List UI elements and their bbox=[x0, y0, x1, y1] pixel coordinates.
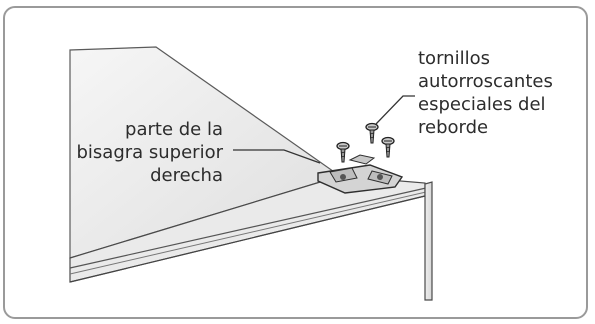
hinge-part-label: parte de la bisagra superior derecha bbox=[76, 119, 223, 186]
hinge-leader-line bbox=[233, 149, 321, 164]
self-tapping-screw-icon bbox=[336, 141, 350, 163]
hinge-plate-icon bbox=[317, 154, 404, 194]
screws-label: tornillos autorroscantes especiales del … bbox=[418, 48, 553, 138]
door-edge-line bbox=[69, 191, 427, 275]
door-bottom-edge bbox=[69, 195, 426, 283]
self-tapping-screw-icon bbox=[365, 122, 379, 144]
screws-leader-line bbox=[375, 95, 415, 125]
door-edge-line bbox=[69, 187, 427, 269]
self-tapping-screw-icon bbox=[381, 136, 395, 158]
cabinet-side-panel bbox=[424, 181, 433, 301]
